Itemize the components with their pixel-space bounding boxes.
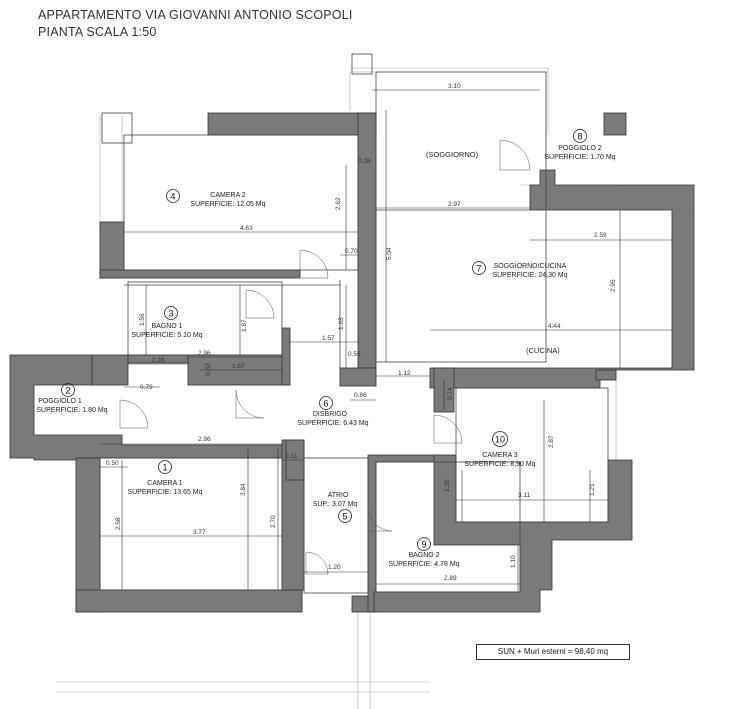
total-area-summary: SUN + Muri esterni = 98,40 mq (476, 644, 630, 660)
dim-2-96-top: 2.96 (198, 350, 211, 357)
plan-title: APPARTAMENTO VIA GIOVANNI ANTONIO SCOPOL… (38, 8, 353, 22)
svg-text:10: 10 (495, 435, 505, 445)
svg-text:9: 9 (421, 540, 426, 550)
svg-text:SUPERFICIE: 6.43 Mq: SUPERFICIE: 6.43 Mq (297, 420, 368, 427)
dim-1-21: 1.21 (589, 483, 596, 496)
dim-1-10: 1.10 (510, 555, 517, 568)
svg-text:BAGNO 2: BAGNO 2 (408, 552, 439, 559)
svg-text:SUPERFICIE: 13.65 Mq: SUPERFICIE: 13.65 Mq (127, 489, 202, 496)
svg-text:CAMERA 1: CAMERA 1 (147, 480, 183, 487)
dim-0-74: 0.74 (447, 387, 454, 400)
dim-2-95: 2.95 (610, 279, 617, 292)
svg-text:SOGGIORNO/CUCINA: SOGGIORNO/CUCINA (494, 263, 567, 270)
dim-1-28: 1.28 (152, 357, 165, 364)
room-bagno-2: 9 BAGNO 2 SUPERFICIE: 4.78 Mq (388, 537, 460, 568)
dim-4-63: 4.63 (240, 225, 253, 232)
svg-text:3: 3 (168, 309, 173, 319)
dim-3-11: 3.11 (518, 492, 531, 499)
svg-text:SUPERFICIE: 1.80 Mq: SUPERFICIE: 1.80 Mq (36, 407, 107, 414)
dimension-lines (100, 89, 672, 592)
dim-1-57: 1.57 (322, 335, 335, 342)
dim-0-31: 0.31 (285, 453, 298, 460)
dim-3-10: 3.10 (448, 83, 461, 90)
dim-1-67: 1.67 (232, 363, 245, 370)
svg-text:SUPERFICIE: 4.78 Mq: SUPERFICIE: 4.78 Mq (388, 561, 459, 568)
svg-text:5: 5 (342, 512, 347, 522)
svg-text:1: 1 (162, 463, 167, 473)
dim-0-79: 0.79 (140, 384, 153, 391)
dim-0-50: 0.50 (106, 460, 119, 467)
svg-text:POGGIOLO 2: POGGIOLO 2 (558, 145, 602, 152)
room-camera-2: 4 CAMERA 2 SUPERFICIE: 12.05 Mq (166, 189, 266, 208)
dim-1-35: 1.35 (444, 479, 451, 492)
dim-1-87: 1.87 (241, 319, 248, 332)
dim-2-97: 2.97 (448, 201, 461, 208)
dim-2-96-bottom: 2.96 (198, 436, 211, 443)
room-disbrigo: 6 DISBRIGO SUPERFICIE: 6.43 Mq (297, 396, 369, 427)
room-atrio: ATRIO SUP.: 3.07 Mq 5 (313, 492, 358, 523)
dim-0-66: 0.66 (354, 392, 367, 399)
dim-2-62: 2.62 (335, 197, 342, 210)
svg-text:BAGNO 1: BAGNO 1 (151, 323, 182, 330)
dim-2-70: 2.70 (270, 515, 277, 528)
dim-1-12: 1.12 (398, 370, 411, 377)
dim-3-77: 3.77 (193, 529, 206, 536)
room-camera-3: 10 CAMERA 3 SUPERFICIE: 8,90 Mq (464, 431, 536, 468)
dim-1-63: 1.63 (338, 317, 345, 330)
room-bagno-1: 3 BAGNO 1 SUPERFICIE: 5.10 Mq (131, 306, 203, 339)
svg-text:SUPERFICIE: 12.05 Mq: SUPERFICIE: 12.05 Mq (190, 201, 265, 208)
dim-2-59: 2.59 (594, 232, 607, 239)
svg-text:4: 4 (170, 192, 175, 202)
svg-text:POGGIOLO 1: POGGIOLO 1 (38, 398, 82, 405)
svg-text:SUPERFICIE: 24,30 Mq: SUPERFICIE: 24,30 Mq (492, 272, 567, 279)
svg-text:SUPERFICIE: 8,90 Mq: SUPERFICIE: 8,90 Mq (464, 461, 535, 468)
room-outlines (99, 71, 609, 594)
room-poggiolo-1: 2 POGGIOLO 1 SUPERFICIE: 1.80 Mq (36, 383, 108, 414)
dim-0-32: 0.32 (205, 363, 212, 376)
dim-1-56: 1.56 (139, 313, 146, 326)
svg-text:SUP.: 3.07 Mq: SUP.: 3.07 Mq (313, 501, 358, 508)
dim-1-20: 1.20 (328, 564, 341, 571)
svg-text:DISBRIGO: DISBRIGO (313, 411, 348, 418)
room-poggiolo-2: 8 POGGIOLO 2 SUPERFICIE: 1.70 Mq (544, 129, 616, 161)
svg-text:8: 8 (577, 132, 582, 142)
door-swings (119, 139, 531, 575)
dim-2-89: 2.89 (444, 575, 457, 582)
svg-text:2: 2 (65, 386, 70, 396)
plan-scale: PIANTA SCALA 1:50 (38, 25, 157, 39)
room-camera-1: 1 CAMERA 1 SUPERFICIE: 13.65 Mq (127, 460, 203, 496)
zone-label-soggiorno: (SOGGIORNO) (426, 150, 479, 159)
dimension-labels: 3.10 0.28 2.62 4.63 0.70 5.04 2.97 2.59 … (106, 83, 617, 582)
svg-text:7: 7 (476, 264, 481, 274)
dim-2-58: 2.58 (115, 517, 122, 530)
svg-text:ATRIO: ATRIO (328, 492, 349, 499)
dim-0-28: 0.28 (358, 158, 371, 165)
svg-text:CAMERA 2: CAMERA 2 (210, 192, 246, 199)
svg-text:SUPERFICIE: 1.70 Mq: SUPERFICIE: 1.70 Mq (544, 154, 615, 161)
dim-0-70: 0.70 (345, 248, 358, 255)
dim-0-56: 0.56 (348, 351, 361, 358)
dim-3-84: 3.84 (240, 483, 247, 496)
zone-label-cucina: (CUCINA) (526, 346, 560, 355)
svg-text:CAMERA 3: CAMERA 3 (482, 452, 518, 459)
dim-5-04: 5.04 (386, 247, 393, 260)
svg-text:SUPERFICIE: 5.10 Mq: SUPERFICIE: 5.10 Mq (131, 332, 202, 339)
dim-4-44: 4.44 (548, 323, 561, 330)
room-soggiorno-cucina: 7 SOGGIORNO/CUCINA SUPERFICIE: 24,30 Mq (472, 261, 568, 279)
dim-2-87: 2.87 (548, 435, 555, 448)
svg-text:6: 6 (323, 399, 328, 409)
walls (9, 53, 695, 613)
